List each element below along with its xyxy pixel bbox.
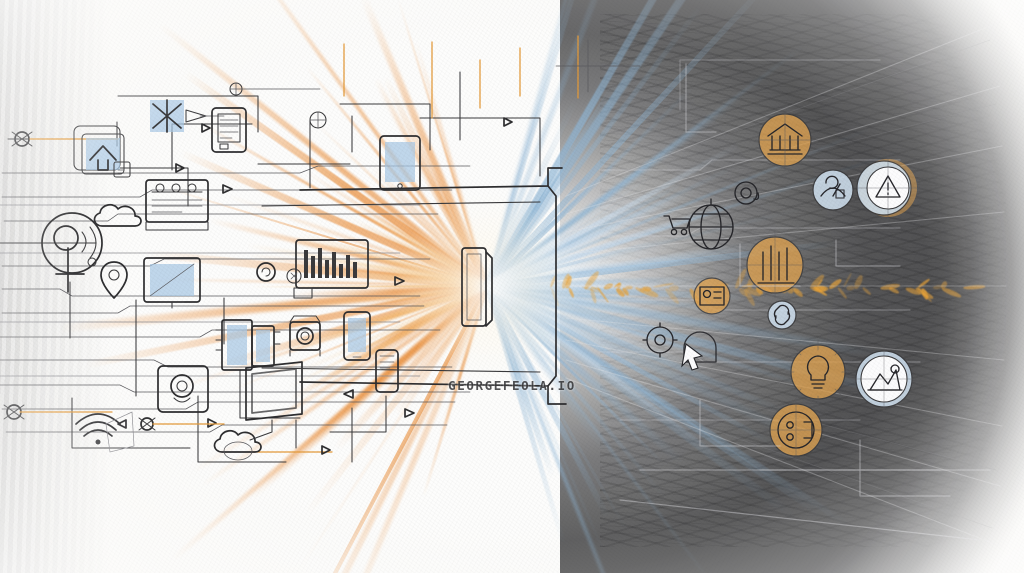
monitor-icon <box>143 257 201 309</box>
cloud-icon <box>93 203 142 227</box>
cloud-sync-icon <box>213 429 262 461</box>
bank-institution-icon <box>754 109 816 171</box>
smartphone-icon <box>343 311 371 361</box>
warning-triangle-icon <box>853 155 923 221</box>
link-badge-icon <box>767 300 797 330</box>
display-screen-icon <box>245 361 303 441</box>
server-rack-icon <box>211 107 247 153</box>
location-pin-icon <box>100 261 128 299</box>
satellite-dish-icon <box>41 212 103 293</box>
routed-connectors-left <box>69 35 579 463</box>
camera-icon <box>289 315 321 357</box>
profile-card-icon <box>693 277 731 315</box>
lightbulb-icon <box>785 339 851 407</box>
watermark-text: GEORGEFEOLA.IO <box>448 378 576 393</box>
power-socket-icon <box>763 397 829 463</box>
tablet-icon <box>379 135 421 191</box>
bar-chart-badge-icon <box>741 231 809 299</box>
home-upload-icon <box>73 125 131 178</box>
server-stack-icon <box>215 319 281 371</box>
gauge-icon <box>812 169 854 211</box>
fan-blades-icon <box>150 99 225 133</box>
at-symbol-icon <box>734 181 760 205</box>
cart-icon <box>663 215 691 236</box>
bar-chart-panel-icon <box>293 239 369 299</box>
central-gateway <box>261 167 567 405</box>
